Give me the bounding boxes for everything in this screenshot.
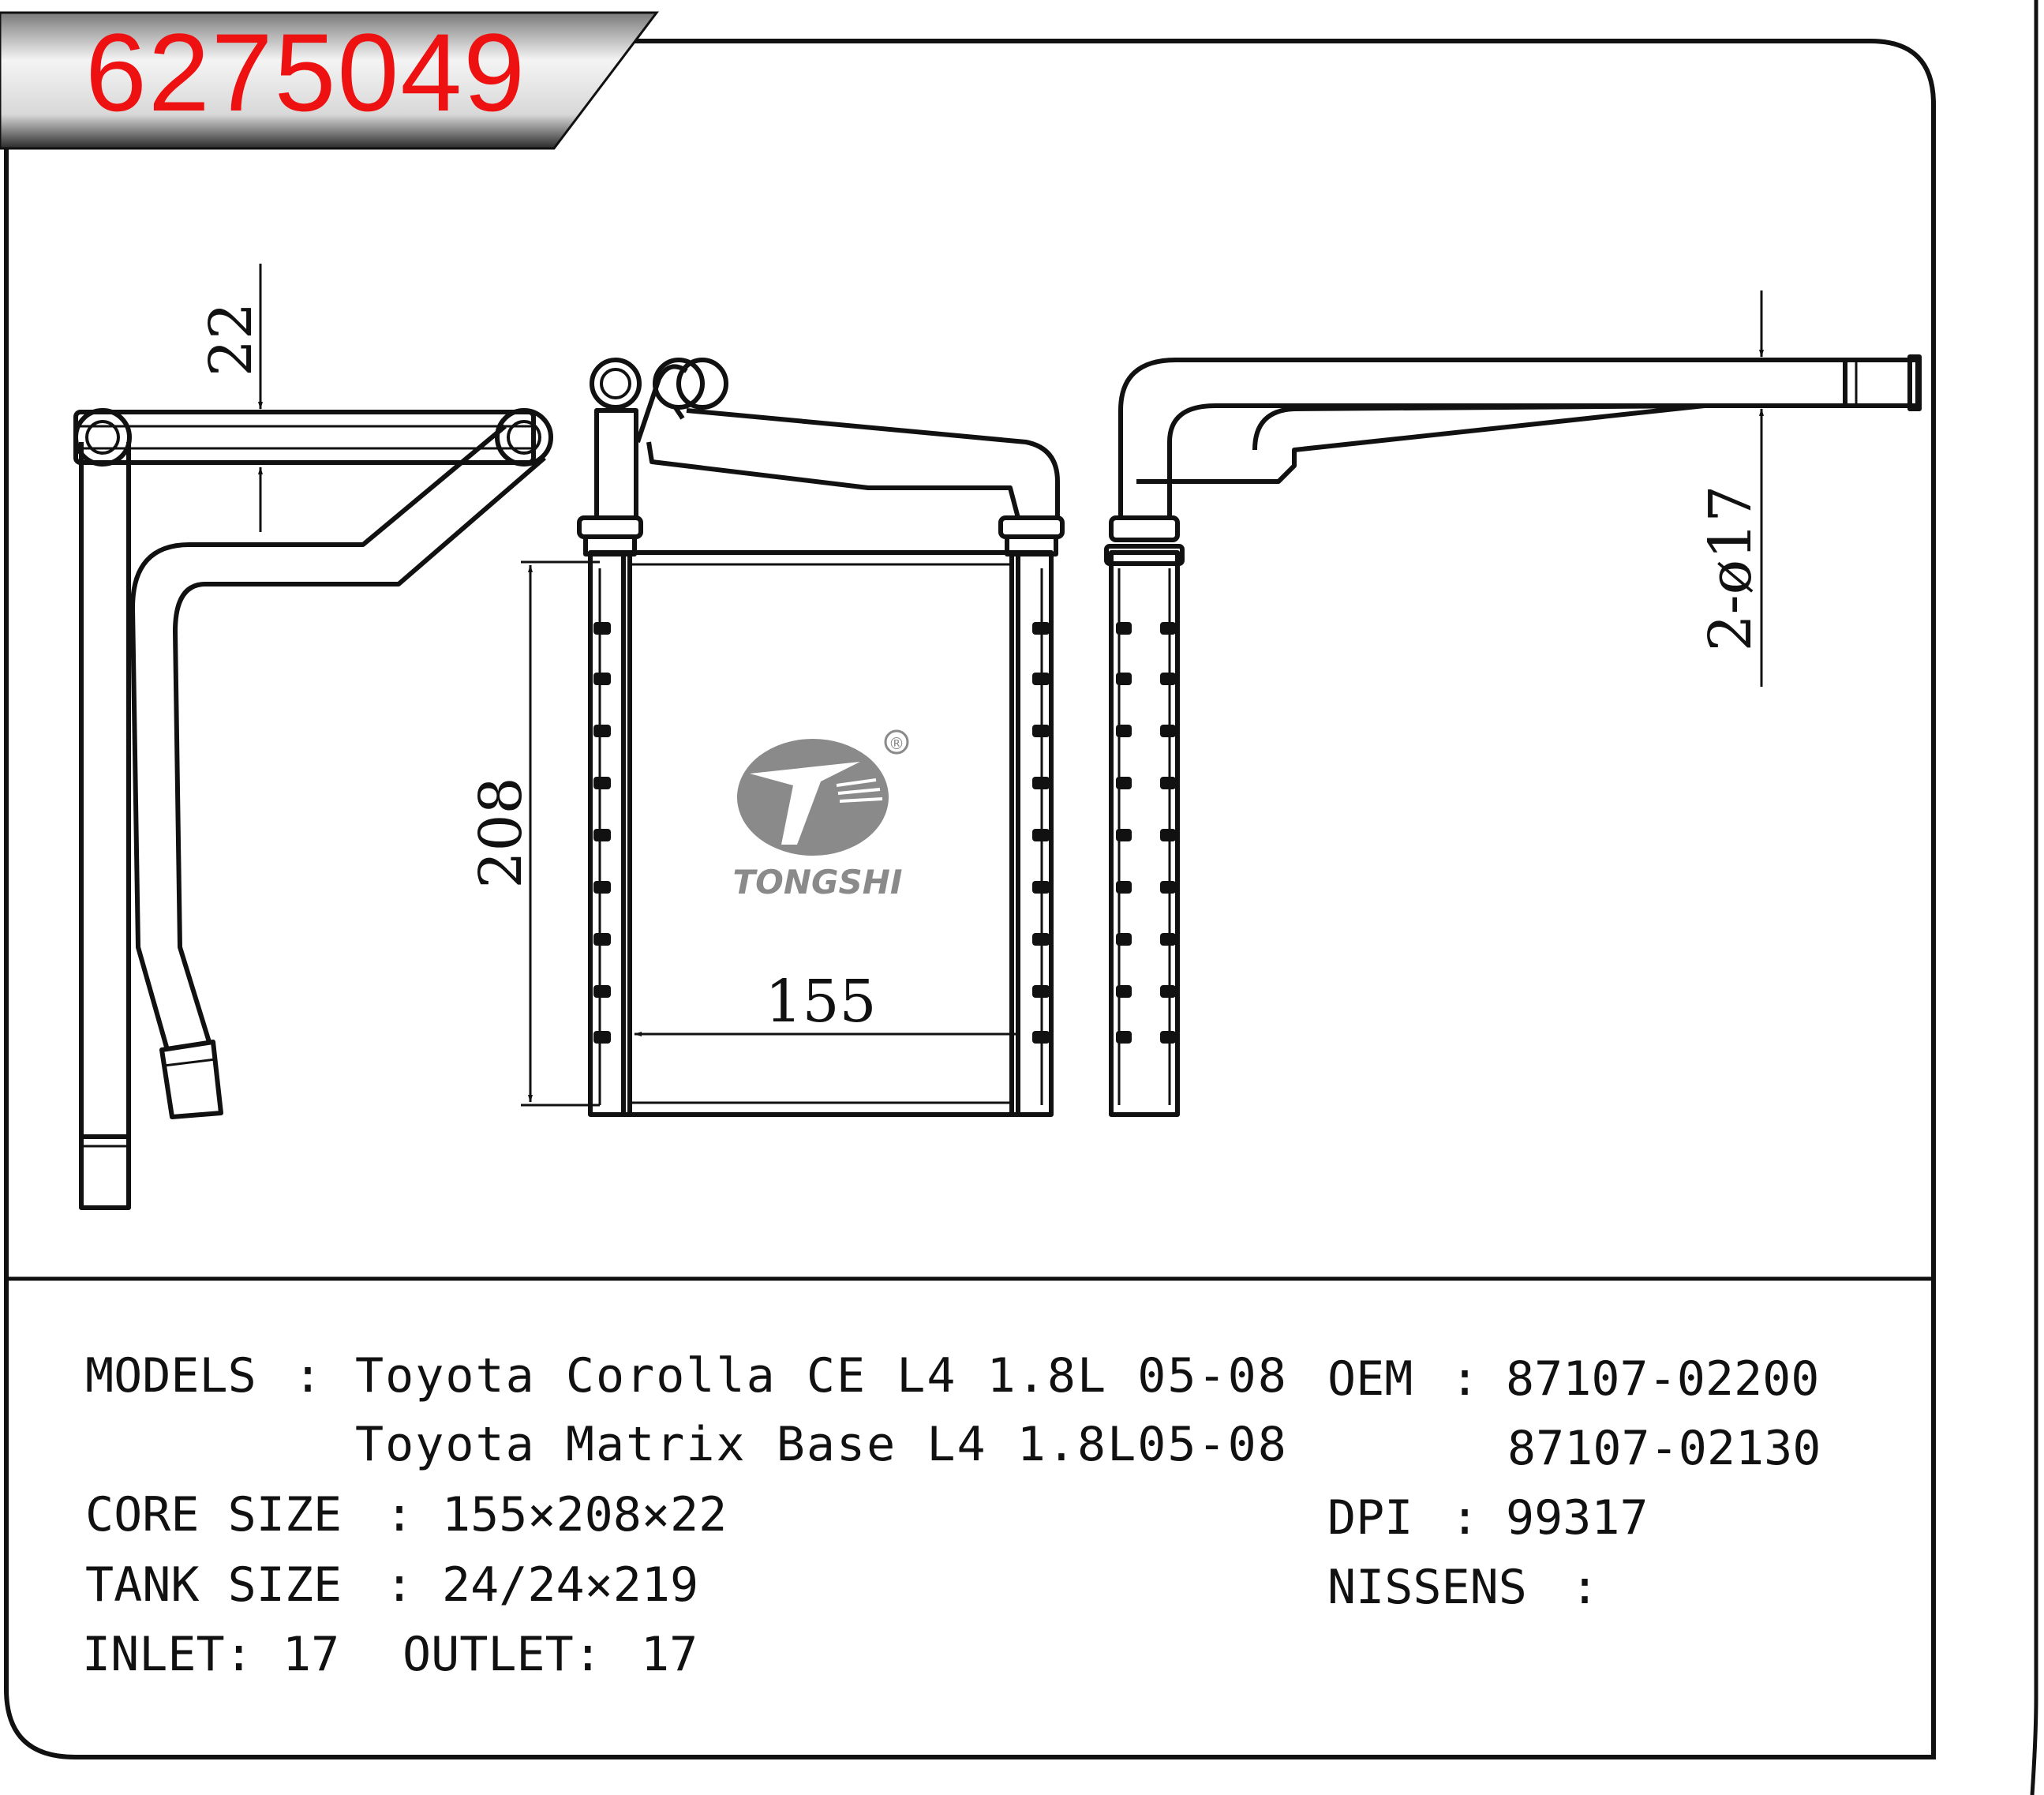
svg-text:®: ® [889,734,904,753]
part-number: 6275049 [85,10,527,134]
part-number-banner [0,11,660,150]
inlet-label: INLET: [82,1627,253,1682]
dim-height-label: 208 [467,777,535,888]
inlet-value: 17 [283,1627,340,1682]
core-size-sep: : [385,1487,414,1542]
models-value-1: Toyota Corolla CE L4 1.8L 05-08 [355,1348,1288,1403]
oem-sep: : [1451,1351,1480,1407]
core-size-label: CORE SIZE [85,1487,343,1542]
tongshi-logo: ® TONGSHI [732,729,909,901]
dpi-sep: : [1451,1490,1480,1546]
nissens-sep: : [1570,1560,1600,1615]
outlet-value: 17 [641,1627,698,1682]
tank-size-label: TANK SIZE [85,1557,343,1613]
models-label: MODELS [85,1348,256,1403]
frame-border [4,39,1936,1759]
oem-label: OEM [1327,1351,1413,1407]
outlet-label: OUTLET: [402,1627,602,1682]
nissens-label: NISSENS [1327,1560,1527,1615]
side-slots [1116,622,1176,1044]
page-edge [2030,0,2038,1795]
core-size-value: 155×208×22 [442,1487,728,1542]
tank-slots [593,622,1050,1044]
dim-width-label: 155 [765,968,876,1036]
oem-value-2: 87107-02130 [1507,1421,1821,1476]
dpi-value: 99317 [1506,1490,1649,1546]
dim-208-lines [521,560,600,1107]
tank-size-sep: : [385,1557,414,1613]
left-view [73,408,553,1210]
center-view [577,358,1065,1117]
dpi-label: DPI [1327,1490,1413,1546]
tank-size-value: 24/24×219 [442,1557,699,1613]
dim-depth-label: 22 [197,302,265,377]
models-value-2: Toyota Matrix Base L4 1.8L05-08 [355,1417,1288,1472]
oem-value-1: 87107-02200 [1506,1351,1820,1407]
models-sep: : [294,1348,323,1403]
dim-pipe-label: 2-ø17 [1697,485,1765,652]
right-view [1104,354,1922,1117]
brand-name: TONGSHI [732,863,902,901]
